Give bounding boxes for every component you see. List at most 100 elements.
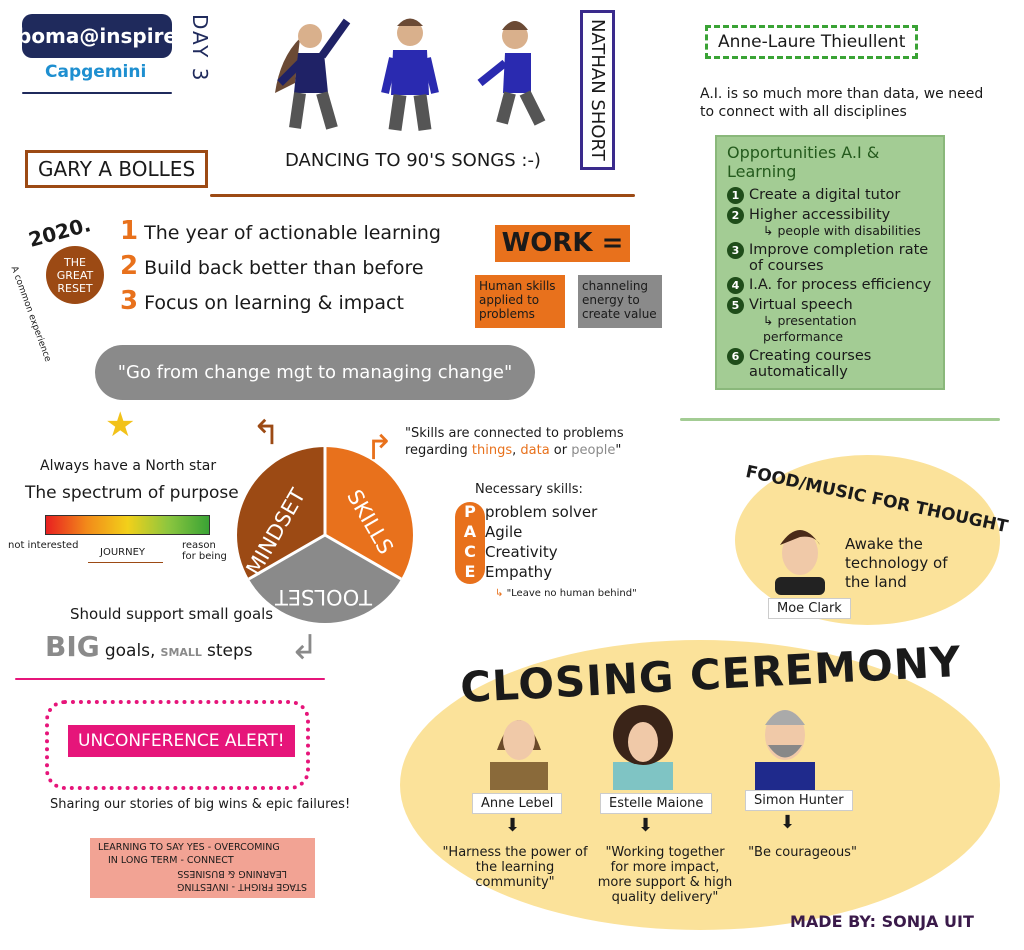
- spiral-line: LEARNING & BUSINESS: [177, 868, 287, 879]
- item-text: Create a digital tutor: [749, 187, 901, 203]
- pace-bar: [455, 502, 485, 584]
- spectrum-left-label: not interested: [8, 540, 79, 551]
- ai-opportunities-box: Opportunities A.I & Learning 1 Create a d…: [715, 135, 945, 390]
- item-text: Virtual speech: [749, 297, 853, 313]
- item-text: I.A. for process efficiency: [749, 277, 932, 293]
- spectrum-title: The spectrum of purpose: [25, 483, 239, 503]
- opportunity-item: 4 I.A. for process efficiency: [727, 277, 933, 294]
- simon-hunter-quote: "Be courageous": [748, 845, 857, 860]
- work-human-skills: Human skills applied to problems: [475, 275, 565, 328]
- journey-arrow: [88, 562, 163, 563]
- number-badge: 5: [727, 297, 744, 314]
- divider: [210, 194, 635, 197]
- work-channeling-energy: channeling energy to create value: [578, 275, 662, 328]
- anne-lebel-name: Anne Lebel: [472, 793, 563, 814]
- estelle-maione-name: Estelle Maione: [600, 793, 713, 814]
- badge-year: 2020.: [25, 212, 94, 252]
- divider: [15, 678, 325, 680]
- mindset-skills-toolset-wheel: [237, 447, 413, 623]
- big-goals-small-steps: BIG goals, SMALL steps: [45, 630, 253, 663]
- great-reset-badge: 2020. THE GREAT RESET A common experienc…: [9, 212, 110, 363]
- skills-quote: "Skills are connected to problems regard…: [405, 426, 624, 458]
- opportunity-item: 5 Virtual speech↳ presentation performanc…: [727, 297, 933, 345]
- number-badge: 6: [727, 348, 744, 365]
- spiral-line: IN LONG TERM - CONNECT: [108, 855, 234, 866]
- divider: [680, 418, 1000, 421]
- empathy-note: ↳ "Leave no human behind": [495, 588, 637, 599]
- anne-lebel-portrait: [490, 720, 548, 790]
- capgemini-logo: Capgemini: [45, 62, 147, 82]
- item-text: Higher accessibility: [749, 207, 891, 223]
- spiral-line: LEARNING TO SAY YES - OVERCOMING: [98, 842, 280, 853]
- north-star-text: Always have a North star: [40, 458, 217, 474]
- spectrum-right-label: reason for being: [182, 540, 227, 562]
- credit: MADE BY: SONJA UIT: [790, 912, 974, 931]
- speaker-gary: GARY A BOLLES: [25, 150, 209, 188]
- work-title: WORK =: [495, 225, 630, 262]
- number-badge: 2: [727, 207, 744, 224]
- ai-statement: A.I. is so much more than data, we need …: [700, 86, 984, 120]
- unconference-dots: [45, 700, 310, 790]
- estelle-maione-quote: "Working together for more impact, more …: [597, 845, 733, 905]
- number-badge: 4: [727, 277, 744, 294]
- simon-hunter-portrait: [755, 710, 815, 790]
- down-arrow-icon: ⬇: [638, 815, 654, 836]
- wheel-toolset-sector: [248, 535, 402, 623]
- moe-clark-name: Moe Clark: [768, 598, 851, 619]
- item-text: Creating courses automatically: [749, 348, 872, 380]
- dancer-1: [275, 18, 351, 130]
- logo-text: boma@inspire: [17, 24, 177, 48]
- closing-portraits: [490, 705, 815, 790]
- performer-name: NATHAN SHORT: [580, 10, 615, 170]
- badge-title: THE GREAT RESET: [46, 246, 104, 304]
- food-music-quote: Awake the technology of the land: [845, 535, 948, 591]
- dance-caption: DANCING TO 90'S SONGS :-): [285, 150, 541, 171]
- opportunity-item: 2 Higher accessibility↳ people with disab…: [727, 207, 933, 239]
- boma-inspire-logo: boma@inspire: [17, 14, 177, 58]
- unconference-alert: UNCONFERENCE ALERT!: [68, 725, 295, 757]
- skills-arrow-icon: ↱: [365, 428, 394, 468]
- food-music-bubble: [735, 455, 1000, 625]
- sharing-text: Sharing our stories of big wins & epic f…: [50, 797, 351, 812]
- box-title: Opportunities A.I & Learning: [727, 143, 880, 181]
- opportunity-item: 1 Create a digital tutor: [727, 187, 933, 204]
- divider: [22, 92, 172, 94]
- speaker-anne-laure: Anne-Laure Thieullent: [705, 25, 919, 59]
- spectrum-journey-label: JOURNEY: [100, 547, 145, 558]
- item-text: Improve completion rate of courses: [749, 242, 929, 274]
- goals-line: Should support small goals: [70, 605, 274, 623]
- anne-lebel-quote: "Harness the power of the learning commu…: [442, 845, 588, 890]
- dancer-3: [477, 21, 546, 126]
- necessary-skills-title: Necessary skills:: [475, 482, 583, 497]
- mindset-arrow-icon: ↰: [252, 413, 281, 453]
- toolset-arrow-icon: ↲: [290, 628, 319, 668]
- down-arrow-icon: ⬇: [780, 812, 796, 833]
- opportunity-item: 6 Creating courses automatically: [727, 348, 933, 380]
- dancers-illustration: [275, 18, 546, 131]
- purpose-spectrum-bar: [45, 515, 210, 535]
- star-icon: ★: [105, 405, 136, 445]
- wheel-toolset-label: TOOLSET: [275, 585, 373, 609]
- change-quote-cloud: "Go from change mgt to managing change": [95, 345, 535, 400]
- item-sub: ↳ presentation performance: [763, 313, 857, 344]
- number-badge: 1: [727, 187, 744, 204]
- item-sub: ↳ people with disabilities: [763, 223, 921, 238]
- spiral-text-box: LEARNING TO SAY YES - OVERCOMING IN LONG…: [90, 838, 315, 898]
- down-arrow-icon: ⬇: [505, 815, 521, 836]
- number-badge: 3: [727, 242, 744, 259]
- simon-hunter-name: Simon Hunter: [745, 790, 853, 811]
- spiral-line: STAGE FRIGHT - INVESTING: [177, 881, 307, 892]
- moe-clark-portrait: [775, 530, 825, 595]
- day-label: DAY 3: [188, 14, 212, 83]
- dancer-2: [381, 18, 439, 131]
